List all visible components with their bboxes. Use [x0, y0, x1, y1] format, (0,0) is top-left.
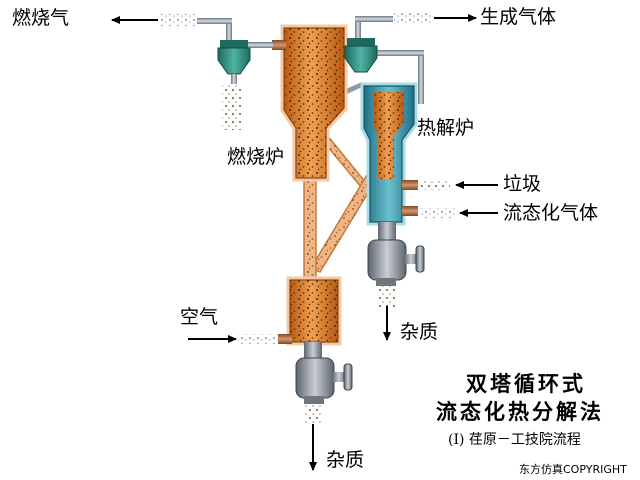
air-inlet-nozzle — [278, 334, 292, 344]
pipe-right-cyclone-up — [355, 18, 361, 44]
label-air: 空气 — [180, 306, 219, 328]
waste-particles — [420, 180, 450, 190]
label-waste: 垃圾 — [503, 173, 542, 195]
label-fluidizing-gas: 流态化气体 — [503, 202, 599, 224]
label-impurity-bottom: 杂质 — [326, 449, 365, 471]
copyright: 东方仿真COPYRIGHT — [519, 463, 627, 476]
combustion-gas-outlet — [272, 40, 286, 50]
label-product-gas: 生成气体 — [480, 6, 557, 28]
label-impurity-right: 杂质 — [400, 321, 439, 343]
pipe-pyro-riser — [418, 52, 424, 104]
flow-arrows — [111, 14, 498, 471]
combustion-furnace — [247, 24, 348, 182]
air-particles — [238, 334, 278, 344]
lower-chamber — [278, 276, 342, 358]
flue-gas-particles — [160, 14, 196, 26]
right-cyclone-body — [344, 45, 378, 73]
left-cyclone — [217, 40, 251, 84]
left-cyclone-body — [217, 47, 251, 75]
cyclone-ash-particles — [222, 84, 242, 130]
pipe-flue-gas-out — [197, 18, 232, 24]
waste-inlet — [402, 180, 418, 190]
valve-handle-icon[interactable] — [343, 363, 353, 391]
label-pyrolysis-furnace: 热解炉 — [417, 117, 475, 139]
pipe-left-cyclone-up — [226, 20, 232, 46]
pipe-product-gas-out — [355, 16, 393, 22]
valve-handle-icon[interactable] — [415, 245, 425, 273]
label-combustion-furnace: 燃烧炉 — [227, 146, 285, 168]
pipe-pyro-to-cyclone — [372, 50, 424, 56]
impurity-bottom-particles — [304, 404, 322, 424]
pyrolysis-furnace — [360, 82, 418, 242]
impurity-right-particles — [378, 286, 396, 308]
pyrolysis-discharge-valve[interactable] — [367, 239, 425, 286]
fluidizing-gas-inlet — [402, 206, 418, 216]
product-gas-particles — [394, 12, 432, 24]
title-line-2: 流态化热分解法 — [436, 399, 604, 424]
right-cyclone — [344, 38, 378, 73]
subtitle: (I) 荏原－工技院流程 — [448, 432, 581, 448]
label-flue-gas: 燃烧气 — [12, 7, 70, 29]
bottom-discharge-valve[interactable] — [295, 357, 353, 404]
particle-streams — [160, 12, 456, 424]
fluid-gas-particles — [420, 208, 456, 218]
title-line-1: 双塔循环式 — [466, 371, 586, 396]
